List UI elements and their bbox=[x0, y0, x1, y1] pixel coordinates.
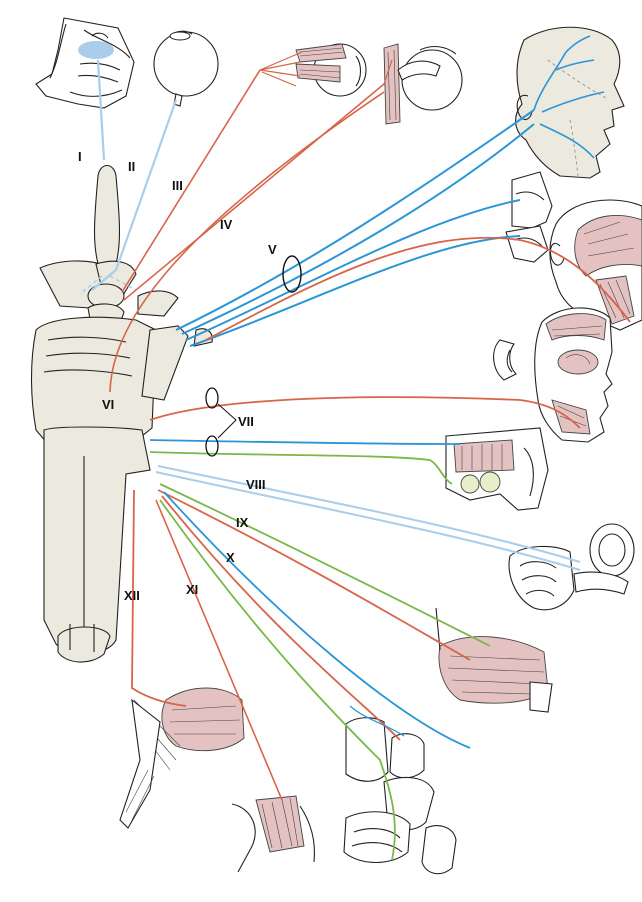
brainstem bbox=[30, 164, 213, 663]
label-III: III bbox=[172, 178, 183, 193]
facial-muscles-icon bbox=[493, 307, 613, 443]
nerve-XI-accessory bbox=[155, 499, 283, 801]
nerve-I-olfactory bbox=[96, 59, 106, 161]
salivary-glands-icon bbox=[445, 427, 549, 511]
eye-muscles-icon bbox=[295, 43, 367, 97]
nerve-IX-glossopharyngeal bbox=[157, 483, 491, 661]
nerve-VII-facial bbox=[149, 387, 581, 485]
label-XII: XII bbox=[124, 588, 140, 603]
label-I: I bbox=[78, 149, 82, 164]
lateral-eye-icon bbox=[383, 43, 463, 125]
nerve-VIII-vestibulocochlear bbox=[155, 465, 581, 571]
nerve-V-trigeminal bbox=[175, 109, 631, 347]
nerve-IV-trochlear bbox=[123, 59, 393, 301]
nerve-XII-hypoglossal bbox=[131, 489, 187, 707]
label-XI: XI bbox=[186, 582, 198, 597]
label-X: X bbox=[226, 550, 235, 565]
nasal-cavity-icon bbox=[35, 17, 135, 109]
nerve-VI-abducens bbox=[109, 91, 385, 393]
label-VII: VII bbox=[238, 414, 254, 429]
inner-ear-icon bbox=[508, 523, 635, 611]
label-V: V bbox=[268, 242, 277, 257]
nose-mouth-icon bbox=[505, 171, 553, 263]
neck-muscles-icon bbox=[231, 795, 316, 873]
nerve-X-vagus bbox=[159, 491, 471, 861]
label-IV: IV bbox=[220, 217, 233, 232]
thoracic-abdominal-organs-icon bbox=[343, 717, 457, 875]
label-VIII: VIII bbox=[246, 477, 266, 492]
label-IX: IX bbox=[236, 515, 249, 530]
nerve-III-oculomotor bbox=[121, 51, 303, 293]
label-VI: VI bbox=[102, 397, 114, 412]
tongue-pharynx-icon bbox=[435, 607, 553, 713]
nerve-II-optic bbox=[79, 99, 178, 295]
tongue-muscles-icon bbox=[119, 687, 245, 829]
eyeball-icon bbox=[153, 30, 219, 107]
face-profile-icon bbox=[515, 26, 625, 179]
label-II: II bbox=[128, 159, 135, 174]
